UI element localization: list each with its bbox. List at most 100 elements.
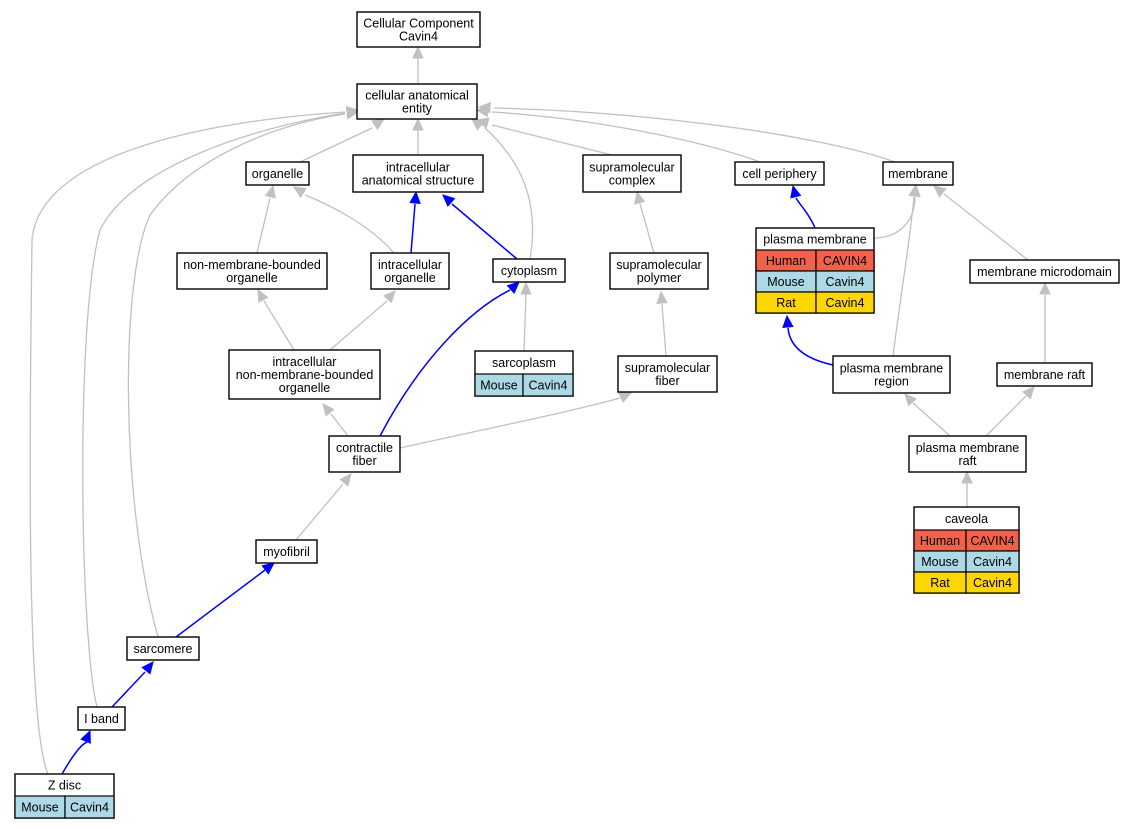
edge-pmraft-membraneraft xyxy=(985,395,1027,437)
edge-pmraft-pmregion xyxy=(912,402,951,437)
edge-cytoplasm-cae xyxy=(484,127,534,260)
arrowhead xyxy=(782,314,794,328)
edge-contractile-smfiber xyxy=(399,397,621,449)
node-cellperiphery[interactable]: cell periphery xyxy=(734,161,825,186)
edge-pmregion-pm xyxy=(787,327,834,366)
node-label: non-membrane-bounded xyxy=(183,258,321,272)
table-title: sarcoplasm xyxy=(492,356,556,370)
node-label: plasma membrane xyxy=(916,441,1020,455)
species-label: Human xyxy=(766,254,806,268)
edge-sarcomere-cae xyxy=(127,113,346,638)
species-label: Rat xyxy=(930,576,950,590)
node-mmicrodomain[interactable]: membrane microdomain xyxy=(969,259,1120,284)
node-label: fiber xyxy=(655,374,679,388)
node-label: complex xyxy=(609,174,656,188)
arrowhead xyxy=(618,392,633,404)
node-label: intracellular xyxy=(378,258,442,272)
edge-smpolymer-smcomplex xyxy=(639,203,655,254)
node-membraneraft[interactable]: membrane raft xyxy=(996,362,1093,387)
species-label: Mouse xyxy=(21,801,59,815)
table-title: plasma membrane xyxy=(763,233,867,247)
node-label: membrane xyxy=(888,167,948,181)
node-organelle[interactable]: organelle xyxy=(245,161,310,186)
node-label: membrane microdomain xyxy=(977,265,1112,279)
gene-cell xyxy=(965,571,1020,594)
node-membrane[interactable]: membrane xyxy=(882,161,954,186)
gene-label: Cavin4 xyxy=(826,275,865,289)
edges-layer xyxy=(29,45,1051,775)
node-box xyxy=(255,539,318,564)
node-box xyxy=(882,161,954,186)
edge-contractile-cytoplasm xyxy=(379,289,511,437)
node-label: anatomical structure xyxy=(362,174,475,188)
edge-nmbo-organelle xyxy=(256,197,271,254)
gene-label: Cavin4 xyxy=(826,296,865,310)
arrowhead xyxy=(477,102,491,114)
node-label: organelle xyxy=(384,271,435,285)
species-label: Mouse xyxy=(767,275,805,289)
species-label: Human xyxy=(920,534,960,548)
node-label: entity xyxy=(402,102,433,116)
arrowhead xyxy=(345,106,360,118)
arrowhead xyxy=(933,185,947,198)
edge-iband-sarcomere xyxy=(111,671,146,708)
node-box xyxy=(734,161,825,186)
node-intnmbo[interactable]: intracellularnon-membrane-boundedorganel… xyxy=(228,349,381,400)
arrowhead xyxy=(257,288,269,303)
edge-zdisc-cae xyxy=(29,111,346,775)
gene-label: Cavin4 xyxy=(973,576,1012,590)
node-label: supramolecular xyxy=(625,361,710,375)
node-label: cell periphery xyxy=(742,167,817,181)
arrowhead xyxy=(383,290,396,304)
node-box xyxy=(969,259,1120,284)
edge-cytoplasm-ias xyxy=(451,203,518,260)
node-box xyxy=(996,362,1093,387)
node-label: region xyxy=(874,375,909,389)
node-label: myofibril xyxy=(263,545,310,559)
arrowhead xyxy=(506,281,520,294)
node-cytoplasm[interactable]: cytoplasm xyxy=(492,258,566,283)
arrowhead xyxy=(409,190,421,204)
node-box xyxy=(352,154,484,193)
node-box xyxy=(176,252,328,290)
edge-zdisc-iband xyxy=(61,741,88,775)
node-sarcomere[interactable]: sarcomere xyxy=(126,636,200,661)
node-myofibril[interactable]: myofibril xyxy=(255,539,318,564)
edge-intorg-ias xyxy=(410,203,416,254)
arrowhead xyxy=(261,562,275,575)
arrowhead xyxy=(292,186,307,199)
node-label: raft xyxy=(958,454,977,468)
node-label: contractile xyxy=(336,441,393,455)
node-iband[interactable]: I band xyxy=(77,706,126,731)
arrowhead xyxy=(1039,281,1051,295)
node-box xyxy=(370,252,450,290)
node-box xyxy=(356,83,478,120)
arrowhead xyxy=(1022,386,1035,400)
edge-intnmbo-intorg xyxy=(329,300,388,351)
node-box xyxy=(617,355,718,393)
arrowhead xyxy=(442,194,456,207)
table-title: caveola xyxy=(945,512,988,526)
edge-intnmbo-nmbo xyxy=(263,300,295,351)
arrowhead xyxy=(656,290,668,304)
edge-sarcomere-myofibril xyxy=(175,569,266,638)
arrowhead xyxy=(790,184,802,199)
arrowhead xyxy=(904,393,917,407)
node-label: membrane raft xyxy=(1004,368,1086,382)
